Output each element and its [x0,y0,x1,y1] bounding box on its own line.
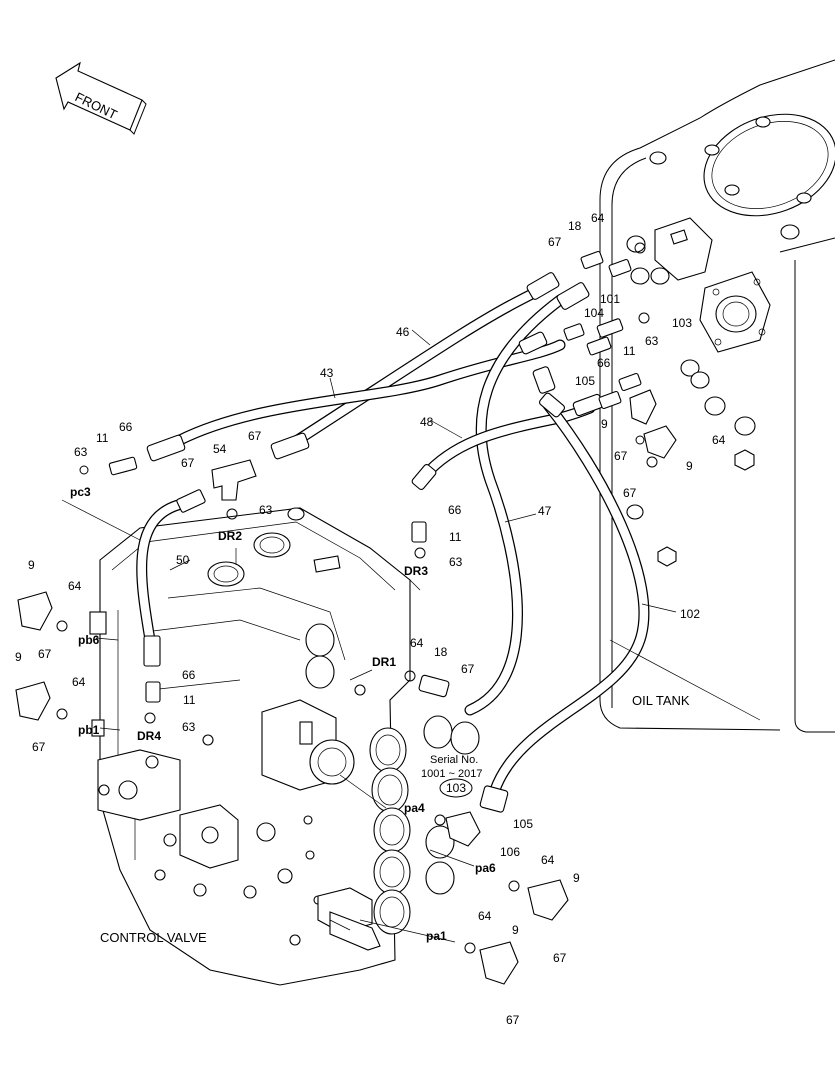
callout-label: 9 [15,650,22,664]
callout-label: 106 [500,845,520,859]
callout-label: 46 [396,325,410,339]
hoses [136,284,650,796]
callout-label: 9 [573,871,580,885]
callout-label: 67 [614,449,628,463]
callouts: 18 64 67 101 103 104 105 66 11 63 9 64 6… [15,211,726,1027]
callout-label: 101 [600,292,620,306]
control-valve-label: CONTROL VALVE [100,930,207,945]
port-label-pb6: pb6 [78,633,100,647]
callout-label: 63 [182,720,196,734]
oil-tank-label: OIL TANK [632,693,690,708]
serial-label: Serial No. [430,754,478,766]
fittings [15,242,677,985]
callout-label: 11 [96,431,109,445]
callout-label: 67 [248,429,262,443]
serial-note: Serial No. 1001 ~ 2017 [421,754,482,780]
callout-label: 67 [32,740,46,754]
callout-label: 47 [538,504,552,518]
callout-label: 66 [448,503,462,517]
callout-label: 66 [597,356,611,370]
callout-label: 104 [584,306,604,320]
callout-label: 67 [181,456,195,470]
callout-label: 9 [28,558,35,572]
callout-label: 103 [672,316,692,330]
port-label-pa6: pa6 [475,861,496,875]
spool-caps [305,623,480,935]
flange-icon [699,271,771,353]
o-ring-icon [56,242,658,954]
tank-port-icon [626,235,756,520]
callout-label: 18 [434,645,448,659]
callout-label: 43 [320,366,334,380]
callout-label: 63 [645,334,659,348]
cube-icon [657,449,755,567]
serial-range: 1001 ~ 2017 [421,768,482,780]
callout-label: 11 [449,530,462,544]
callout-label: 67 [506,1013,520,1027]
callout-label: 63 [449,555,463,569]
callout-label: 102 [680,607,700,621]
port-label-pa1: pa1 [426,929,447,943]
port-labels: pc3 DR2 DR3 pb6 pb1 DR4 DR1 pa4 pa6 pa1 [70,485,496,943]
bolt-icon [649,116,812,240]
callout-label: 64 [478,909,492,923]
callout-label: 50 [176,553,190,567]
callout-label: 64 [591,211,605,225]
oil-tank: OIL TANK [599,59,835,733]
port-label-pa4: pa4 [404,801,425,815]
callout-label: 11 [623,344,636,358]
callout-label: 9 [601,417,608,431]
callout-label: 64 [541,853,555,867]
front-arrow-icon: FRONT [55,61,147,135]
callout-label: 67 [623,486,637,500]
callout-label: 9 [512,923,519,937]
port-label-dr3: DR3 [404,564,428,578]
valve-block-left [97,684,366,946]
elbow-fitting-icon [629,389,677,459]
callout-label: 105 [513,817,533,831]
control-valve: CONTROL VALVE [89,507,480,986]
callout-label: 64 [72,675,86,689]
port-label-dr2: DR2 [218,529,242,543]
callout-label: 11 [183,693,196,707]
port-label-pb1: pb1 [78,723,100,737]
callout-label: 67 [553,951,567,965]
port-label-dr1: DR1 [372,655,396,669]
port-label-pc3: pc3 [70,485,91,499]
callout-label: 67 [461,662,475,676]
leader-lines [61,329,761,943]
callout-label: 48 [420,415,434,429]
callout-label: 54 [213,442,227,456]
callout-label: 9 [686,459,693,473]
callout-label: 63 [259,503,273,517]
callout-label: 66 [119,420,133,434]
callout-label: 105 [575,374,595,388]
callout-label: 66 [182,668,196,682]
callout-label: 67 [38,647,52,661]
callout-label: 64 [410,636,424,650]
callout-label: 64 [712,433,726,447]
solenoid-block [261,699,355,791]
callout-label: 64 [68,579,82,593]
callout-label: 67 [548,235,562,249]
port-label-dr4: DR4 [137,729,161,743]
callout-label: 18 [568,219,582,233]
callout-label: 63 [74,445,88,459]
callout-label: 103 [446,781,466,795]
